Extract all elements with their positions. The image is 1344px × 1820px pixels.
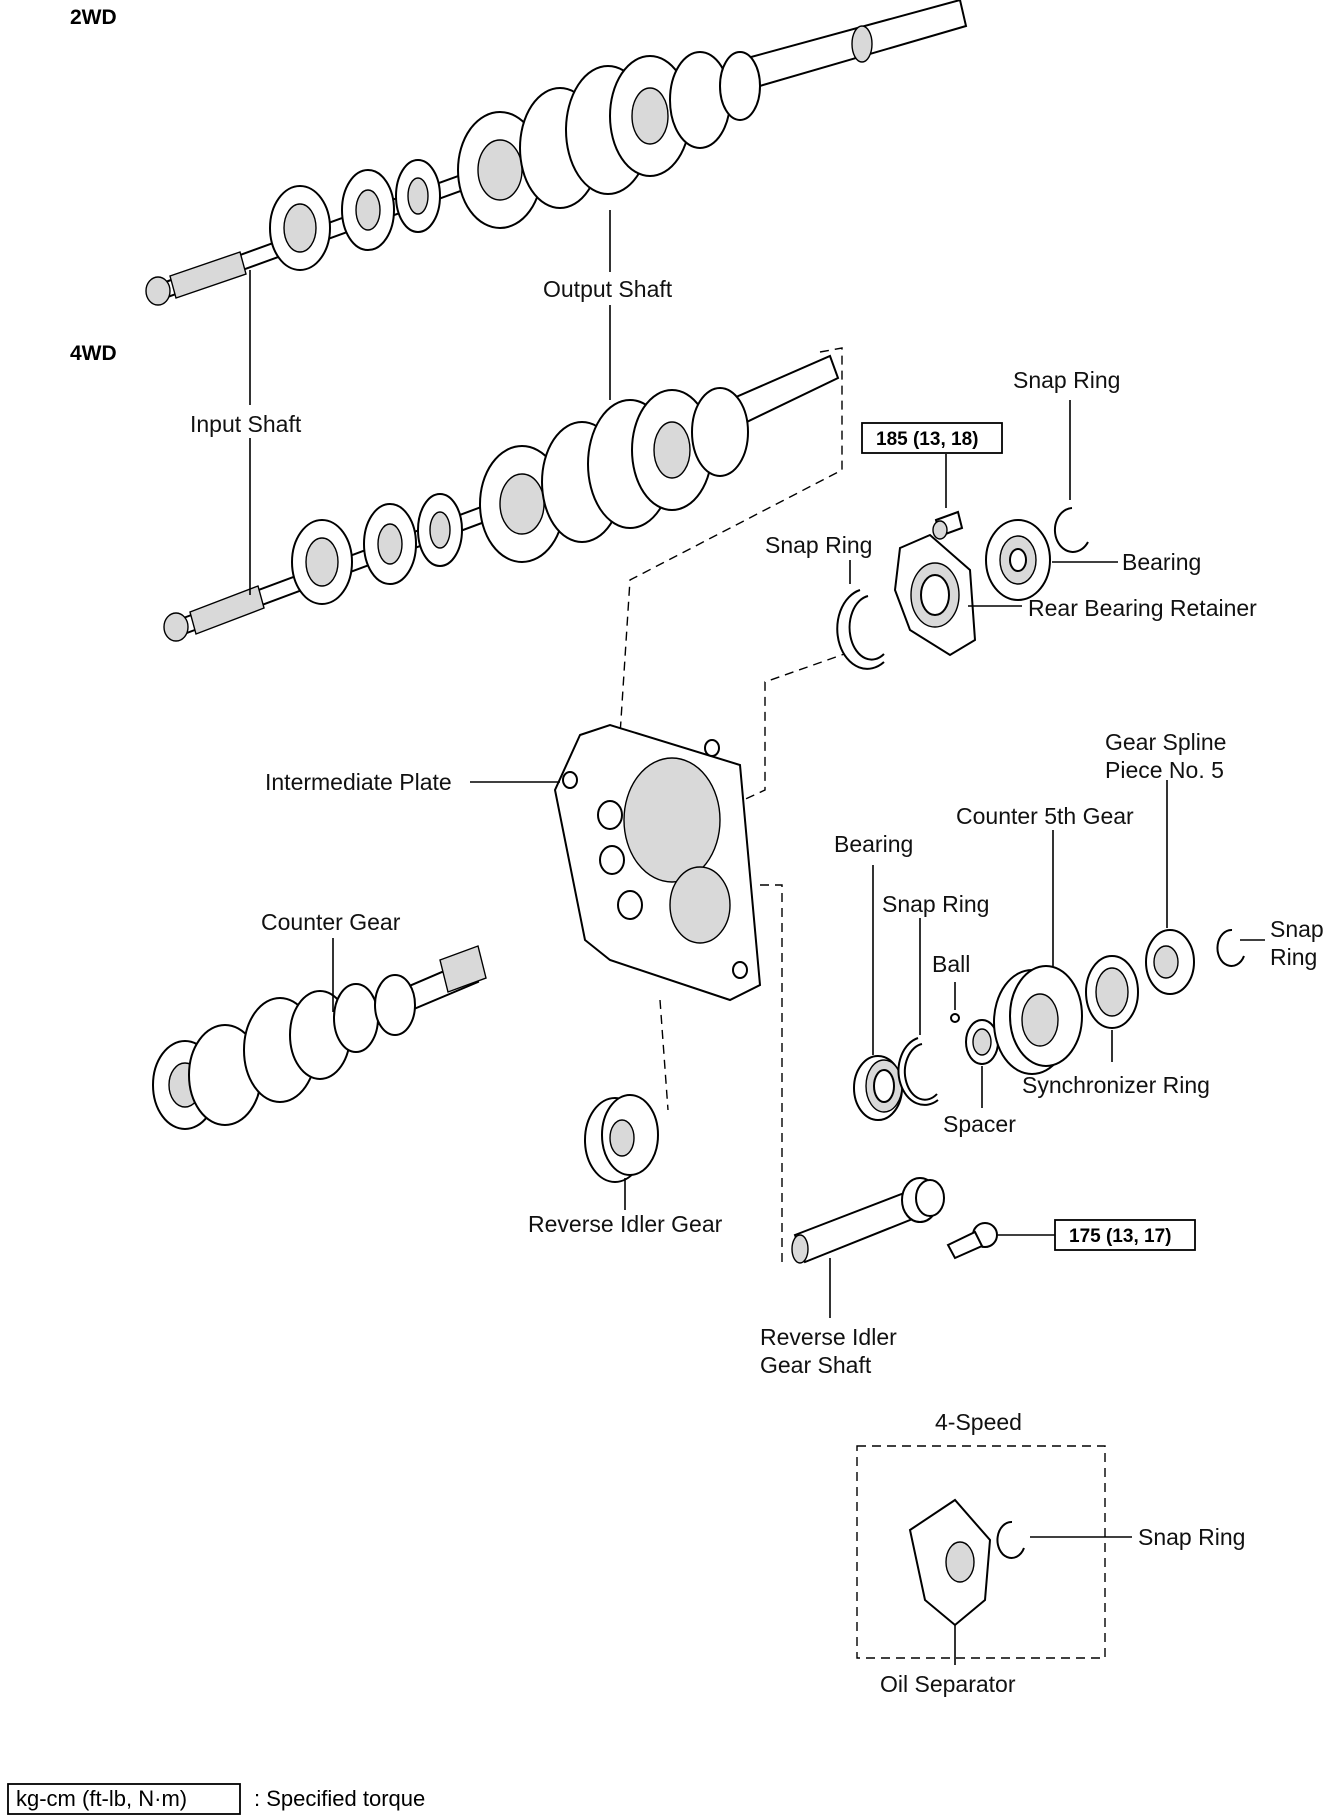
- torque-value-retainer: 185 (13, 18): [876, 429, 978, 450]
- ball-part: [950, 1013, 960, 1023]
- gear-spline-label-line2: Piece No. 5: [1105, 757, 1224, 783]
- rear-bearing-retainer-label: Rear Bearing Retainer: [1028, 595, 1257, 621]
- legend-torque-box: [7, 1783, 241, 1815]
- oil-separator-label: Oil Separator: [880, 1671, 1016, 1697]
- intermediate-plate-part: [553, 723, 762, 1002]
- spacer-part: [965, 1019, 999, 1065]
- snap-ring-right-label-line2: Ring: [1270, 944, 1317, 970]
- legend: kg-cm (ft-lb, N·m) : Specified torque: [7, 1783, 425, 1815]
- section-2wd-title: 2WD: [70, 6, 117, 29]
- snap-ring-top-part: [1053, 507, 1089, 553]
- reverse-idler-gear-label: Reverse Idler Gear: [528, 1211, 723, 1237]
- torque-box-shaft: [1054, 1219, 1196, 1251]
- output-shaft-label: Output Shaft: [543, 276, 673, 302]
- counter-gear-part: [152, 945, 487, 1130]
- snap-ring-inset-part: [996, 1520, 1025, 1559]
- torque-box-retainer: [861, 422, 1003, 454]
- oil-separator-part: [908, 1498, 992, 1627]
- snap-ring-right-label-line1: Snap: [1270, 916, 1324, 942]
- rear-bearing-retainer-part: [893, 533, 977, 657]
- reverse-idler-shaft-part: [791, 1177, 945, 1264]
- snap-ring-inset-label: Snap Ring: [1138, 1524, 1245, 1550]
- snap-ring-top-label: Snap Ring: [1013, 367, 1120, 393]
- ball-label: Ball: [932, 951, 970, 977]
- intermediate-plate-label: Intermediate Plate: [265, 769, 452, 795]
- section-4wd-title: 4WD: [70, 342, 117, 365]
- reverse-idler-shaft-bolt-part: [946, 1222, 998, 1260]
- bearing-top-part: [985, 519, 1051, 601]
- bearing-mid-part: [853, 1055, 903, 1121]
- inset-4-speed-box: [856, 1445, 1106, 1659]
- bearing-top-label: Bearing: [1122, 549, 1201, 575]
- inset-4-speed-title: 4-Speed: [935, 1409, 1022, 1435]
- retainer-bolt-part: [932, 510, 964, 540]
- snap-ring-right-part: [1216, 928, 1245, 967]
- bearing-mid-label: Bearing: [834, 831, 913, 857]
- snap-ring-counter-label: Snap Ring: [882, 891, 989, 917]
- synchronizer-ring-label: Synchronizer Ring: [1022, 1072, 1210, 1098]
- legend-unit: kg-cm (ft-lb, N·m): [16, 1786, 187, 1811]
- shaft-assembly-4wd: [163, 354, 840, 642]
- snap-ring-mid-label: Snap Ring: [765, 532, 872, 558]
- legend-description: : Specified torque: [254, 1786, 425, 1811]
- reverse-idler-shaft-label-line1: Reverse Idler: [760, 1324, 897, 1350]
- gear-spline-piece-part: [1145, 929, 1195, 995]
- counter-5th-gear-label: Counter 5th Gear: [956, 803, 1134, 829]
- reverse-idler-shaft-label-line2: Gear Shaft: [760, 1352, 872, 1378]
- input-shaft-label: Input Shaft: [190, 411, 302, 437]
- snap-ring-counter-part: [897, 1037, 939, 1106]
- spacer-label: Spacer: [943, 1111, 1016, 1137]
- counter-5th-gear-part: [993, 965, 1083, 1075]
- snap-ring-mid-part: [836, 589, 885, 670]
- gear-spline-label-line1: Gear Spline: [1105, 729, 1226, 755]
- torque-value-shaft: 175 (13, 17): [1069, 1226, 1171, 1247]
- shaft-assembly-2wd: [145, 0, 968, 306]
- counter-gear-label: Counter Gear: [261, 909, 401, 935]
- reverse-idler-gear-part: [584, 1094, 659, 1183]
- synchronizer-ring-part: [1085, 955, 1139, 1029]
